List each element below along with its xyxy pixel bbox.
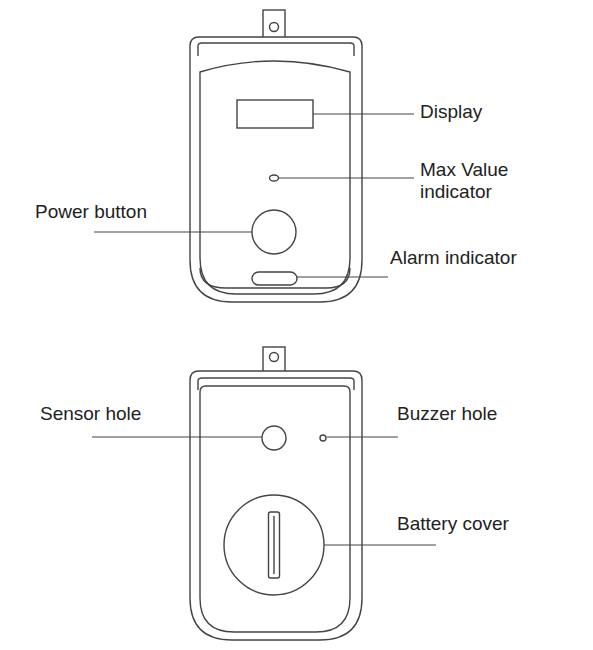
callout-label: Power button (35, 201, 147, 223)
power-button (252, 210, 296, 254)
front-housing (190, 37, 362, 302)
leader-line (94, 231, 252, 232)
callout-label: Sensor hole (40, 403, 141, 425)
leader-line (324, 544, 436, 545)
back-plate (200, 386, 350, 632)
callout-label: Battery cover (397, 513, 509, 535)
callout-label: Max Value indicator (420, 159, 540, 203)
leader-line (313, 113, 414, 114)
sensor-hole (262, 426, 286, 450)
hanging-tab (263, 10, 285, 40)
battery-cover (224, 495, 324, 595)
callout-label: Alarm indicator (390, 247, 517, 269)
tab-hole (270, 23, 279, 32)
tab-hole (270, 353, 279, 362)
back-housing (190, 371, 362, 640)
callout-label: Buzzer hole (397, 403, 497, 425)
leader-line (297, 276, 388, 277)
display-window (237, 100, 313, 128)
leader-line (327, 436, 398, 437)
housing-rim (198, 43, 354, 56)
plate-edge (200, 268, 350, 288)
cover-slot (269, 512, 280, 578)
leader-line (92, 436, 262, 437)
max-value-led (270, 175, 279, 181)
slot-line (273, 516, 274, 574)
buzzer-hole (320, 435, 326, 441)
callout-label: Display (420, 101, 482, 123)
alarm-led (252, 272, 297, 285)
leader-line (279, 177, 414, 178)
